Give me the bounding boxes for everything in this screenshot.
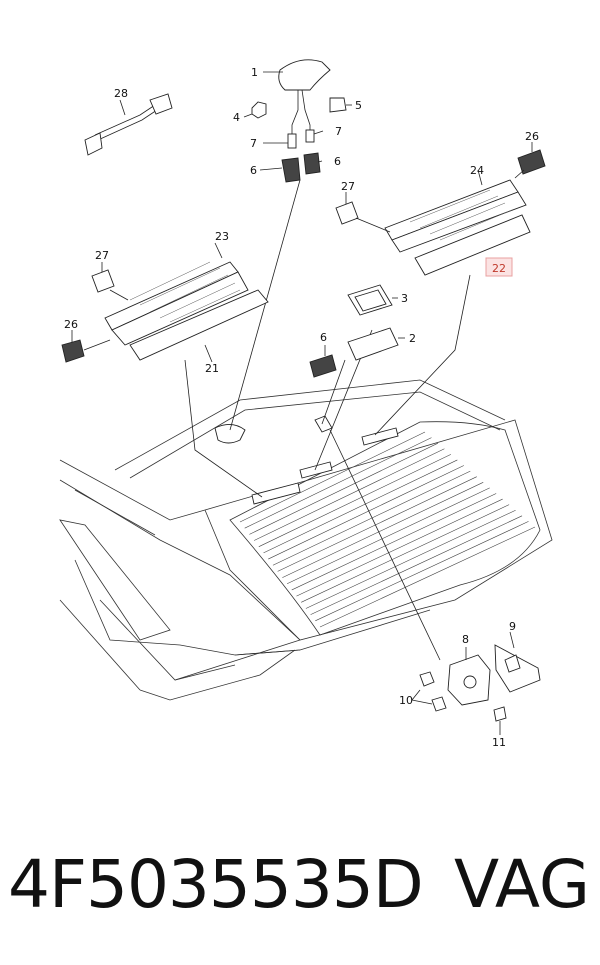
label-21: 21 [205,362,219,375]
label-4: 4 [233,111,240,124]
defroster-line [282,482,484,578]
defroster-line [239,431,426,523]
part-number: 4F5035535D [8,846,424,923]
label-3: 3 [401,292,408,305]
label-11: 11 [492,736,506,749]
defroster-line [258,454,452,547]
label-7-b: 7 [335,125,342,138]
exploded-parts-diagram: 1 2 3 4 5 6 6 6 7 7 8 9 10 11 21 22 23 2… [59,59,553,749]
highlight-box-22 [485,257,513,277]
right-light-housing-24 [384,169,527,253]
defroster-line [310,515,523,615]
label-28: 28 [114,87,128,100]
label-1: 1 [251,66,258,79]
defroster-line [286,487,490,585]
defroster-line [244,437,432,529]
defroster-line [301,504,510,603]
defroster-line [315,521,529,622]
label-27-b: 27 [341,180,355,193]
defroster-line [319,526,536,628]
cable-28 [84,93,173,156]
label-9: 9 [509,620,516,633]
defroster-line [249,442,439,535]
defroster-line [263,459,458,554]
label-7-a: 7 [250,137,257,150]
defroster-lines [239,431,536,628]
label-6-c: 6 [320,331,327,344]
roof-antenna [259,59,331,183]
car-body [59,379,553,701]
label-22: 22 [492,262,506,275]
bracket-assembly [411,631,541,735]
defroster-line [272,470,471,566]
fastener-4-5 [243,97,352,119]
defroster-line [305,509,516,609]
left-light-housing-23 [104,242,249,346]
brand-name: VAG [454,846,591,923]
defroster-line [291,493,497,591]
glass-pads [214,415,399,505]
label-24: 24 [470,164,484,177]
defroster-line [277,476,477,572]
label-5: 5 [355,99,362,112]
defroster-line [253,448,445,541]
rear-window [229,421,541,636]
label-10: 10 [399,694,413,707]
right-connectors [335,142,546,233]
leader-lines [184,179,471,661]
defroster-line [296,498,503,597]
label-2: 2 [409,332,416,345]
defroster-line [268,465,464,560]
left-lens-21 [129,289,269,363]
label-23: 23 [215,230,229,243]
label-27-a: 27 [95,249,109,262]
right-lens-22 [414,214,531,276]
pads-2-3 [309,284,405,378]
label-8: 8 [462,633,469,646]
label-6-a: 6 [250,164,257,177]
label-26-b: 26 [525,130,539,143]
label-26-a: 26 [64,318,78,331]
left-connectors [61,262,129,363]
label-6-b: 6 [334,155,341,168]
